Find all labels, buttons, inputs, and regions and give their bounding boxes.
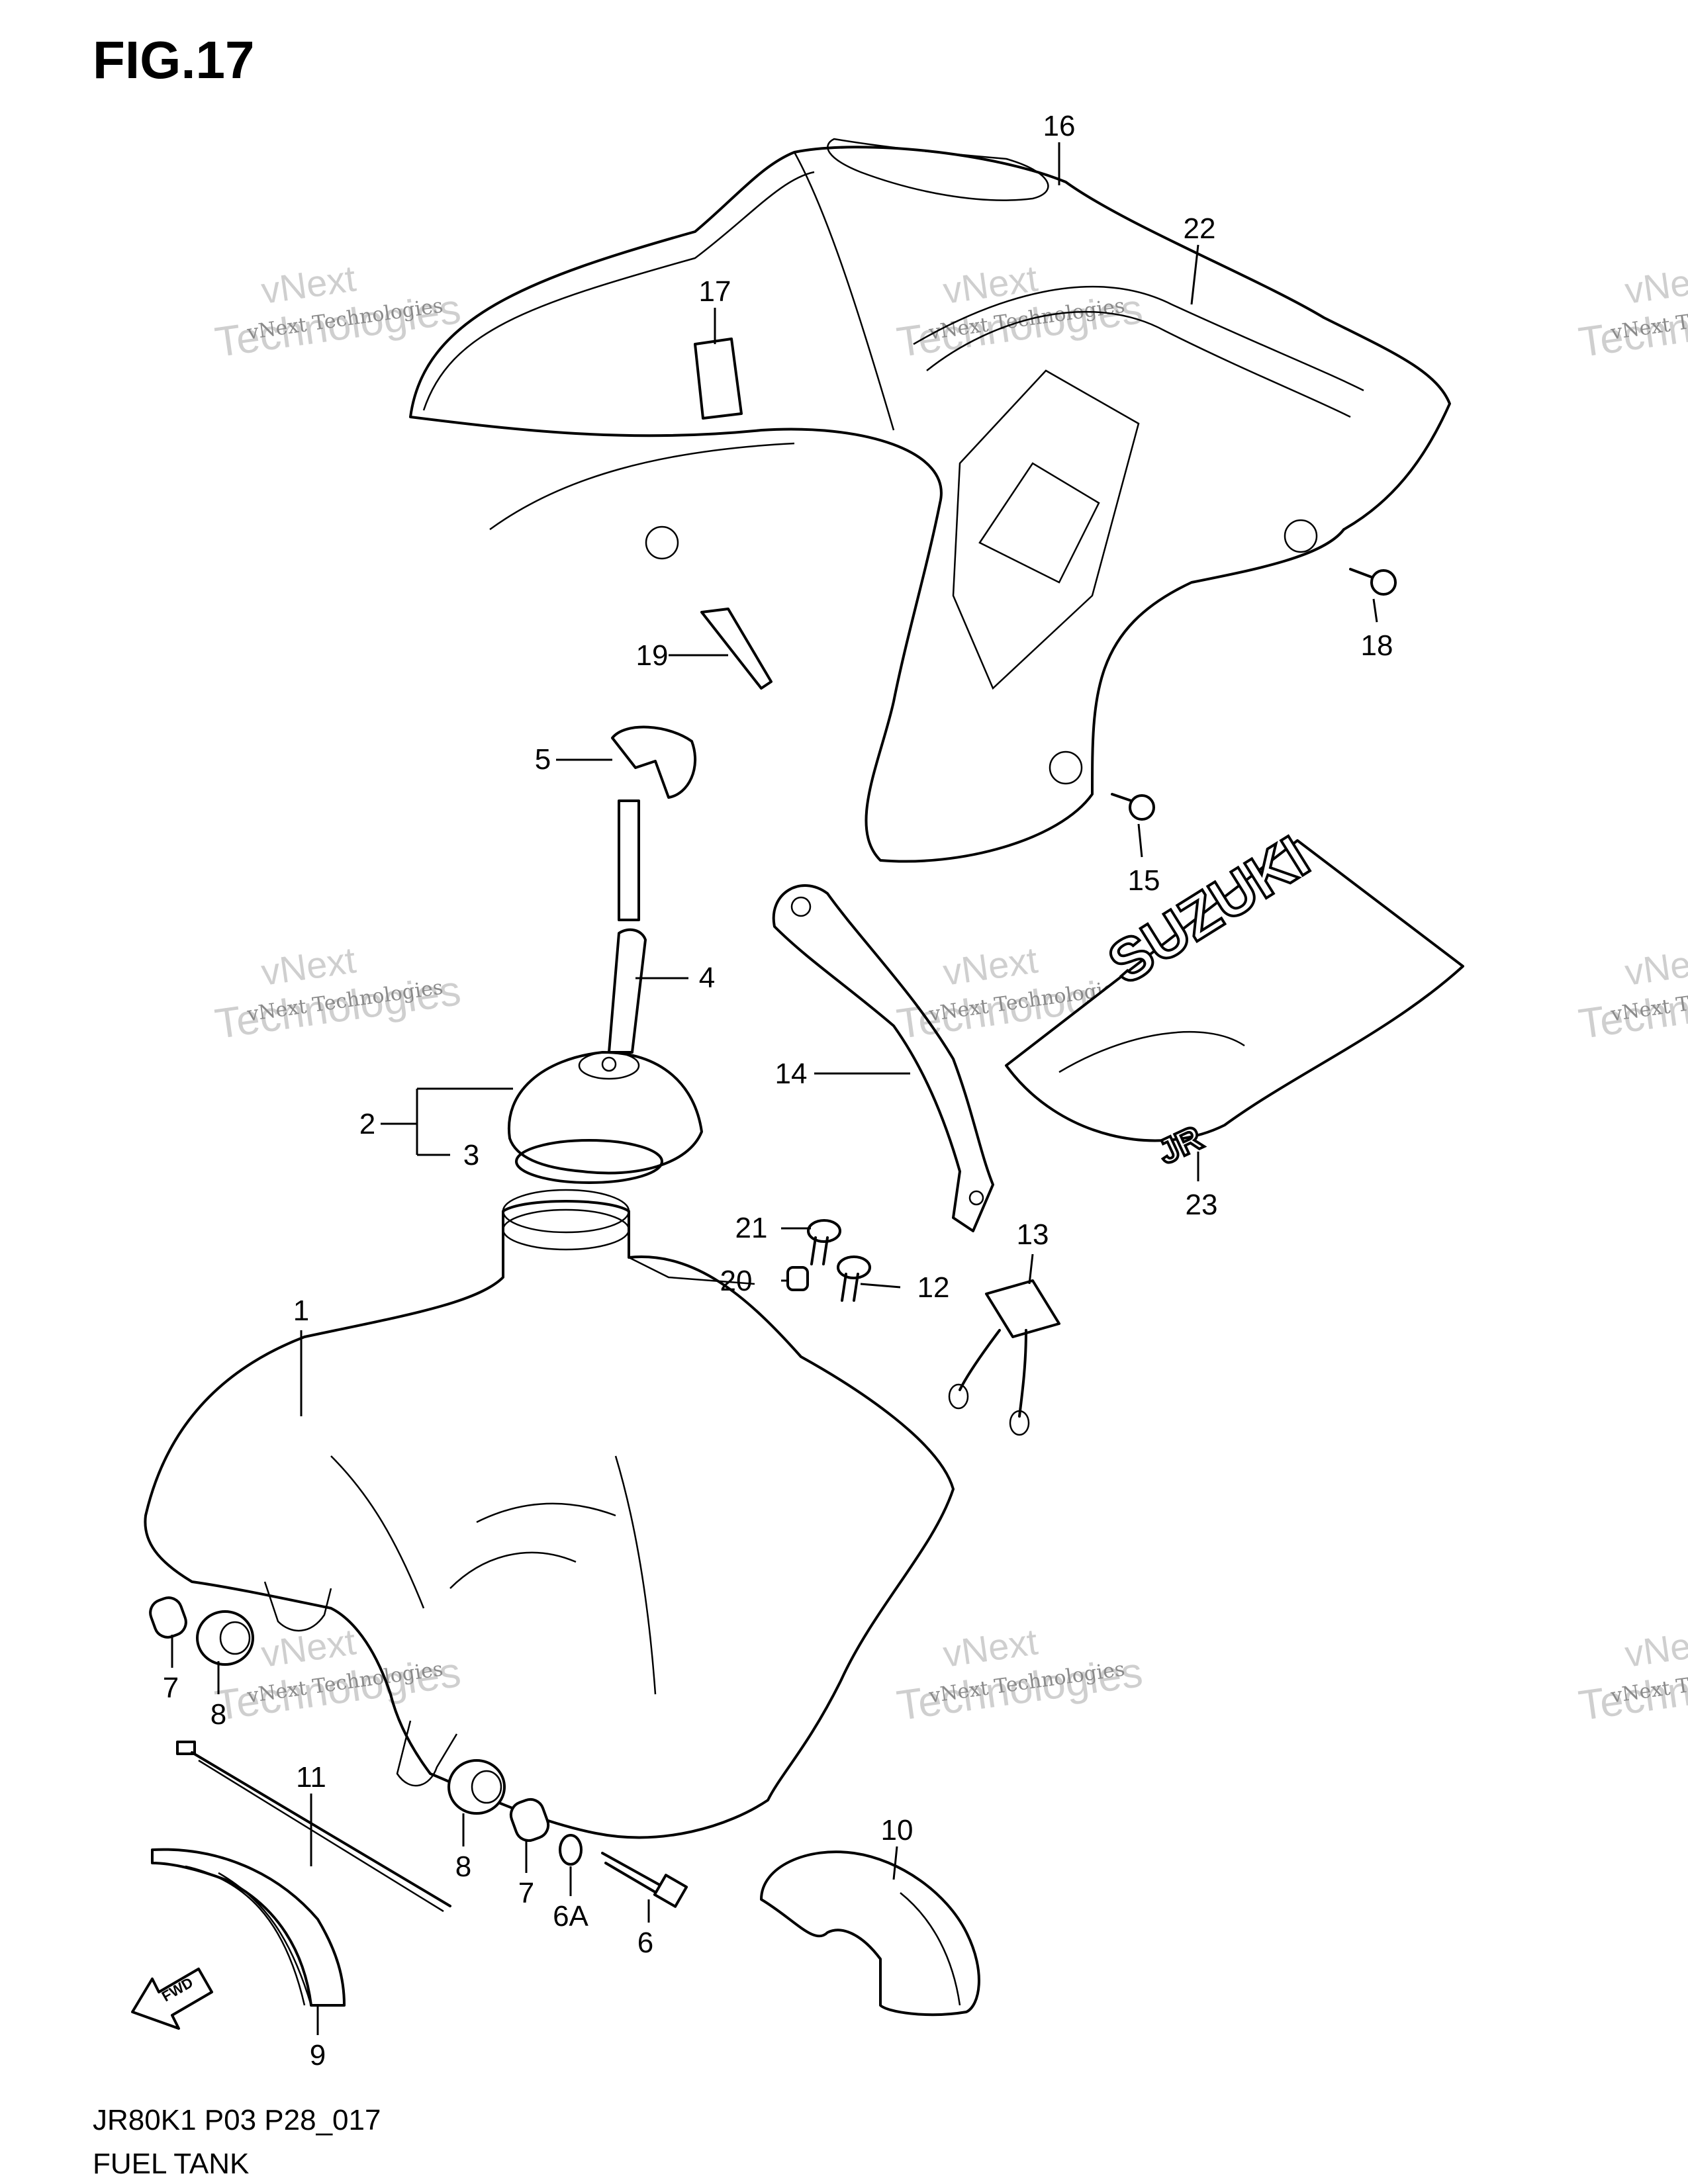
part-2-fuel-cap <box>507 1051 703 1175</box>
watermark: vNext Technologies vNext Technologies <box>1575 1620 1688 1729</box>
part-3-gasket <box>515 1139 663 1184</box>
callout-21: 21 <box>735 1212 768 1244</box>
callout-16: 16 <box>1043 110 1076 142</box>
part-7-collar-lower <box>509 1797 550 1843</box>
callout-17: 17 <box>699 275 731 308</box>
part-5-clamp <box>611 725 696 799</box>
part-1-fuel-tank <box>144 1189 955 1839</box>
part-8-damper-upper <box>196 1610 254 1666</box>
fwd-arrow-icon: FWD <box>131 1968 213 2030</box>
callout-11: 11 <box>296 1761 326 1794</box>
callout-14: 14 <box>775 1058 808 1090</box>
callout-6: 6 <box>637 1927 653 1959</box>
callout-15: 15 <box>1128 864 1160 897</box>
part-17-decal <box>694 338 743 420</box>
callout-2: 2 <box>359 1108 375 1140</box>
callout-1: 1 <box>293 1295 309 1327</box>
footer-code: JR80K1 P03 P28_017 <box>93 2104 381 2136</box>
part-9-guard <box>151 1848 346 2007</box>
part-14-bracket <box>772 884 994 1232</box>
watermark: vNext Technologies vNext Technologies <box>212 257 463 366</box>
part-21-bolt <box>807 1219 841 1265</box>
callout-3: 3 <box>463 1139 479 1171</box>
watermark: vNext Technologies vNext Technologies <box>1575 938 1688 1048</box>
part-22-stripe-decal <box>913 286 1364 690</box>
part-13-band <box>948 1279 1060 1436</box>
callout-10: 10 <box>881 1814 914 1846</box>
callout-7-upper: 7 <box>163 1672 179 1704</box>
watermark: vNext Technologies vNext Technologies <box>894 1620 1145 1729</box>
svg-text:vNext: vNext <box>1622 257 1688 311</box>
svg-text:vNext: vNext <box>1622 938 1688 993</box>
callout-19: 19 <box>636 639 669 672</box>
part-4-hose <box>608 799 647 1054</box>
callout-23: 23 <box>1186 1189 1218 1221</box>
callout-18: 18 <box>1361 629 1393 662</box>
part-11-tie-strap <box>176 1741 451 1913</box>
callout-8-upper: 8 <box>211 1698 226 1731</box>
callout-20: 20 <box>720 1265 753 1297</box>
footer-name: FUEL TANK <box>93 2148 249 2180</box>
part-6a-washer <box>559 1834 583 1866</box>
watermark: vNext Technologies vNext Technologies <box>212 938 463 1048</box>
callout-7-lower: 7 <box>518 1877 534 1909</box>
figure-title: FIG.17 <box>93 30 255 89</box>
part-10-guard <box>760 1850 980 2017</box>
callout-22: 22 <box>1184 212 1216 245</box>
part-12-bolt <box>837 1255 871 1302</box>
callout-9: 9 <box>310 2039 326 2071</box>
part-20-collar <box>786 1266 809 1291</box>
callout-8-lower: 8 <box>455 1850 471 1883</box>
part-16-shroud <box>409 138 1451 863</box>
watermark: vNext Technologies vNext Technologies <box>1575 257 1688 366</box>
watermark: vNext Technologies vNext Technologies <box>894 257 1145 366</box>
part-15-screw <box>1111 793 1155 821</box>
part-18-screw <box>1349 568 1397 596</box>
leader-lines <box>171 142 1378 2035</box>
part-7-collar-upper <box>149 1596 187 1639</box>
callout-12: 12 <box>917 1271 950 1304</box>
callout-6a: 6A <box>553 1900 588 1933</box>
callout-5: 5 <box>535 743 551 776</box>
part-6-bolt <box>601 1852 688 1908</box>
part-8-damper-lower <box>447 1759 506 1815</box>
callout-13: 13 <box>1017 1218 1049 1251</box>
part-19-pad <box>700 608 773 690</box>
callout-4: 4 <box>699 962 715 994</box>
callout-labels: 1 2 3 4 5 6 6A 7 7 8 8 9 10 11 12 13 14 … <box>163 110 1393 2071</box>
svg-text:vNext: vNext <box>1622 1620 1688 1674</box>
